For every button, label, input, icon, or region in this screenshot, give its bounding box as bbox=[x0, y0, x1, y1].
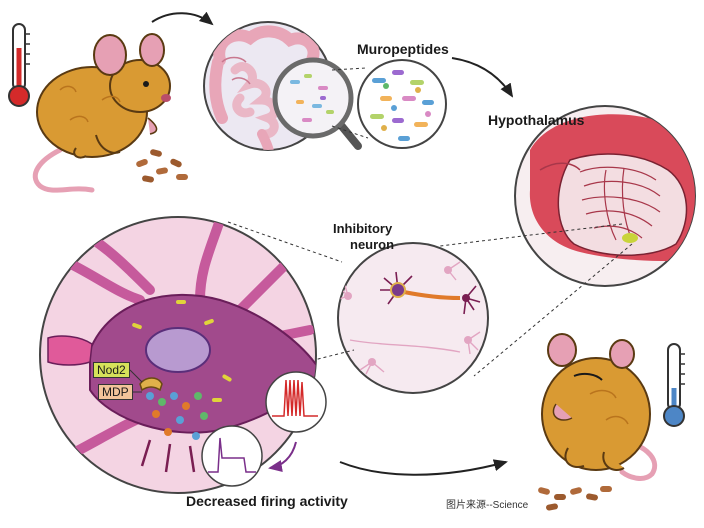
firing-trace-high bbox=[265, 371, 327, 433]
muropeptides-illustration bbox=[357, 59, 447, 149]
arrow-icon bbox=[339, 459, 508, 476]
mouse-eating-illustration bbox=[32, 33, 171, 193]
food-pellets bbox=[136, 149, 188, 183]
label-decreased-firing: Decreased firing activity bbox=[186, 493, 348, 509]
label-nod2: Nod2 bbox=[93, 362, 130, 378]
firing-trace-low bbox=[201, 425, 263, 487]
label-neuron: neuron bbox=[350, 237, 395, 252]
arrow-icon bbox=[151, 11, 214, 26]
zoom-line bbox=[331, 125, 369, 139]
zoom-line bbox=[227, 221, 343, 263]
arrow-icon bbox=[268, 441, 297, 472]
neuron-cell-illustration bbox=[39, 216, 317, 494]
label-mdp: MDP bbox=[98, 384, 133, 400]
zoom-line bbox=[439, 223, 623, 247]
mouse-resting-illustration bbox=[541, 333, 658, 481]
label-inhibitory: Inhibitory bbox=[333, 221, 393, 236]
label-hypothalamus: Hypothalamus bbox=[488, 112, 585, 128]
food-pellets bbox=[538, 486, 612, 511]
thermometer-hot-icon bbox=[8, 23, 30, 107]
zoom-line bbox=[473, 243, 633, 377]
magnifier-icon bbox=[272, 57, 362, 150]
arrow-icon bbox=[451, 57, 514, 98]
callout-line bbox=[129, 369, 143, 383]
source-credit: 图片来源--Science bbox=[446, 500, 529, 511]
label-muropeptides: Muropeptides bbox=[357, 41, 449, 57]
hypothalamus-illustration bbox=[514, 105, 696, 287]
inhibitory-neuron-illustration bbox=[337, 242, 489, 394]
thermometer-cold-icon bbox=[663, 343, 685, 427]
